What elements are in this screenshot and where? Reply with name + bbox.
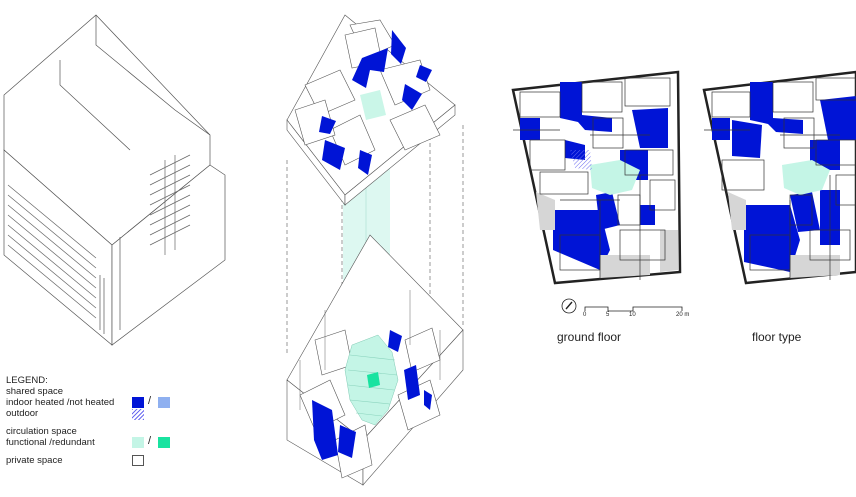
legend-separator-2: /: [148, 435, 152, 447]
scale-bar: [584, 306, 683, 312]
north-arrow-icon: [561, 298, 577, 314]
scale-tick-0: 0: [583, 312, 587, 318]
balcony-lines: [7, 154, 191, 319]
legend-private-row: private space: [6, 455, 144, 466]
legend-functional-label: functional /redundant: [6, 437, 95, 448]
legend-private-label: private space: [6, 455, 63, 466]
upper-floor-shared: [319, 30, 432, 175]
legend-indoor-label: indoor heated /not heated: [6, 397, 115, 408]
swatch-circulation-redundant: [158, 437, 170, 448]
swatch-outdoor: [132, 409, 144, 420]
legend: LEGEND: shared space indoor heated /not …: [6, 375, 170, 466]
legend-circulation-space: circulation space: [6, 426, 77, 437]
legend-outdoor-row: outdoor: [6, 408, 144, 420]
scale-tick-20m: 20 m: [676, 312, 690, 318]
legend-outdoor-label: outdoor: [6, 408, 39, 419]
exploded-axonometric: [286, 14, 464, 486]
scale-tick-5: 5: [606, 312, 610, 318]
swatch-private-space: [132, 455, 144, 466]
swatch-indoor-heated: [132, 397, 144, 408]
swatch-indoor-not-heated: [158, 397, 170, 408]
floor-type-plan: [702, 70, 856, 285]
legend-indoor-row: indoor heated /not heated /: [6, 396, 170, 408]
scale-tick-10: 10: [629, 312, 636, 318]
ground-floor-label: ground floor: [557, 330, 622, 344]
swatch-circulation-functional: [132, 437, 144, 448]
floor-type-label: floor type: [752, 330, 802, 344]
ground-floor-plan: [511, 70, 682, 285]
lower-block-shared: [312, 330, 432, 460]
legend-separator: /: [148, 395, 152, 407]
lower-block-lines: [299, 290, 441, 410]
legend-title: LEGEND:: [6, 375, 48, 386]
building-isometric: [3, 14, 226, 346]
legend-shared-space: shared space: [6, 386, 64, 397]
legend-circulation-row: functional /redundant /: [6, 436, 170, 448]
